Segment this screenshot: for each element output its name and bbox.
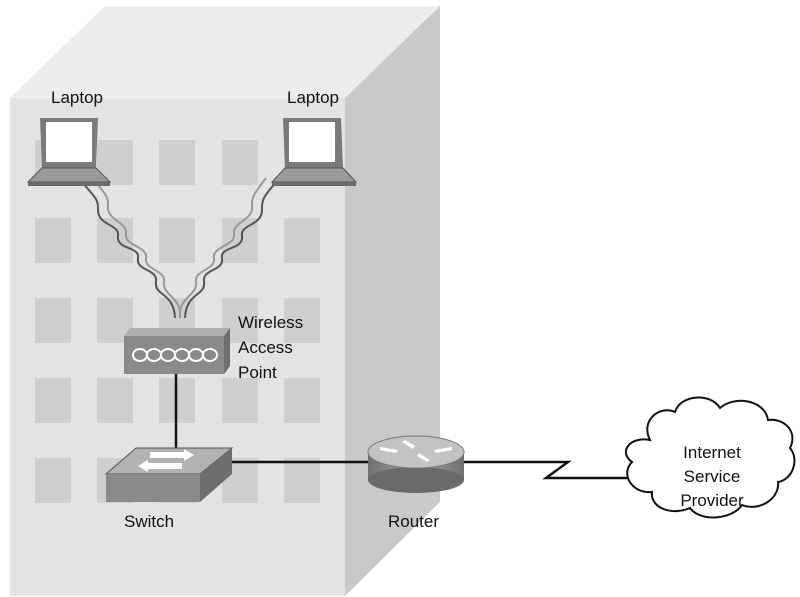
wireless-signal-icon [79, 179, 176, 319]
laptop-right: Laptop [270, 88, 358, 186]
router: Router [367, 435, 465, 531]
wireless-access-point-icon [124, 328, 230, 374]
laptop-icon [26, 118, 112, 186]
cloud-icon [625, 396, 796, 519]
isp-label-line1: Internet [683, 443, 741, 462]
router-label: Router [388, 512, 439, 531]
laptop-right-label: Laptop [287, 88, 339, 107]
wap-label-line3: Point [238, 363, 277, 382]
switch-label: Switch [124, 512, 174, 531]
wap-label-line1: Wireless [238, 313, 303, 332]
wireless-access-point: Wireless Access Point [124, 313, 303, 382]
wireless-signal-icon [184, 179, 279, 319]
building-top [10, 6, 440, 98]
laptop-left: Laptop [26, 88, 112, 186]
wireless-signal-icon [91, 177, 182, 319]
isp-label-line3: Provider [680, 491, 744, 510]
building-side [345, 6, 440, 596]
wap-label-line2: Access [238, 338, 293, 357]
wireless-signal-right [178, 177, 279, 319]
laptop-left-label: Laptop [51, 88, 103, 107]
laptop-icon [270, 118, 358, 186]
isp-label-line2: Service [684, 467, 741, 486]
router-icon [367, 435, 465, 493]
isp-cloud: Internet Service Provider [625, 396, 796, 519]
switch: Switch [104, 447, 234, 531]
wireless-signal-left [79, 177, 182, 319]
switch-icon [104, 447, 234, 502]
wireless-signal-icon [178, 177, 267, 319]
router-isp-serial-link [464, 460, 644, 480]
